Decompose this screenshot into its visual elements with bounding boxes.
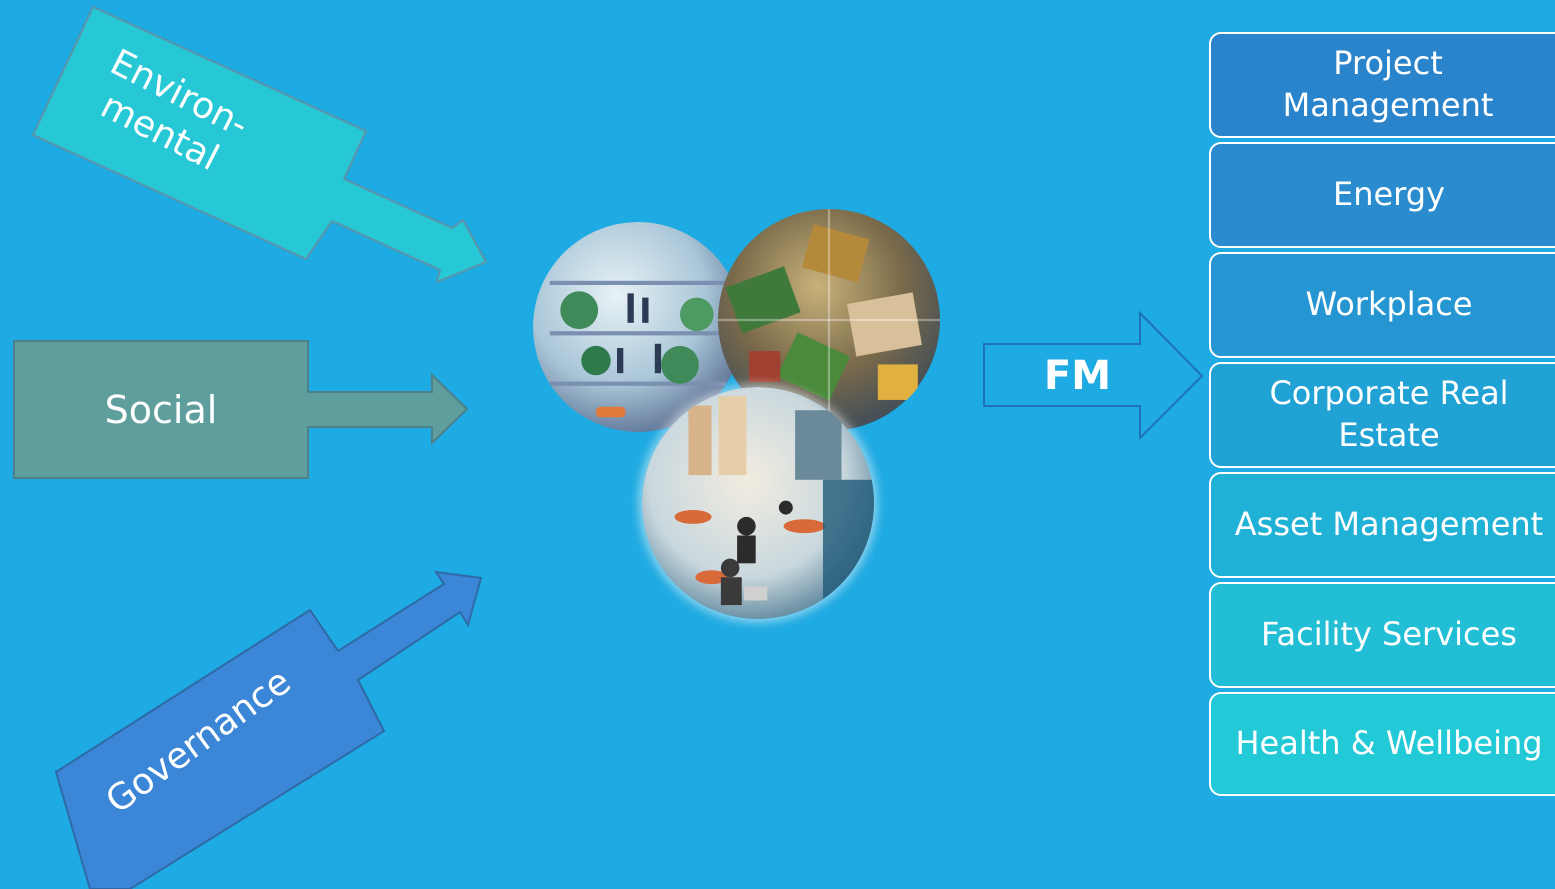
energy-label: Energy xyxy=(1332,175,1446,214)
globes-illustration xyxy=(530,205,950,620)
fm-arrow xyxy=(983,310,1204,441)
social-label: Social xyxy=(104,388,218,432)
environmental-arrow xyxy=(31,5,488,284)
health-wellbeing-label: Health & Wellbeing xyxy=(1235,724,1543,763)
facility-services-label: Facility Services xyxy=(1261,615,1517,654)
corporate-real-estate-box: Corporate Real Estate xyxy=(1209,362,1555,468)
corporate-real-estate-label: Corporate Real Estate xyxy=(1269,374,1509,454)
workplace-box: Workplace xyxy=(1209,252,1555,358)
office-globe-image xyxy=(642,387,874,619)
health-wellbeing-box: Health & Wellbeing xyxy=(1209,692,1555,796)
energy-box: Energy xyxy=(1209,142,1555,248)
governance-arrow xyxy=(54,570,483,889)
facility-services-box: Facility Services xyxy=(1209,582,1555,688)
building-globe-image xyxy=(533,222,743,432)
project-management-label: Project Management xyxy=(1282,44,1494,124)
social-arrow xyxy=(13,340,469,479)
circuit-globe-image xyxy=(717,209,941,431)
asset-management-box: Asset Management xyxy=(1209,472,1555,578)
workplace-label: Workplace xyxy=(1305,285,1473,324)
fm-label: FM xyxy=(1043,353,1112,399)
asset-management-label: Asset Management xyxy=(1234,505,1544,544)
project-management-box: Project Management xyxy=(1209,32,1555,138)
